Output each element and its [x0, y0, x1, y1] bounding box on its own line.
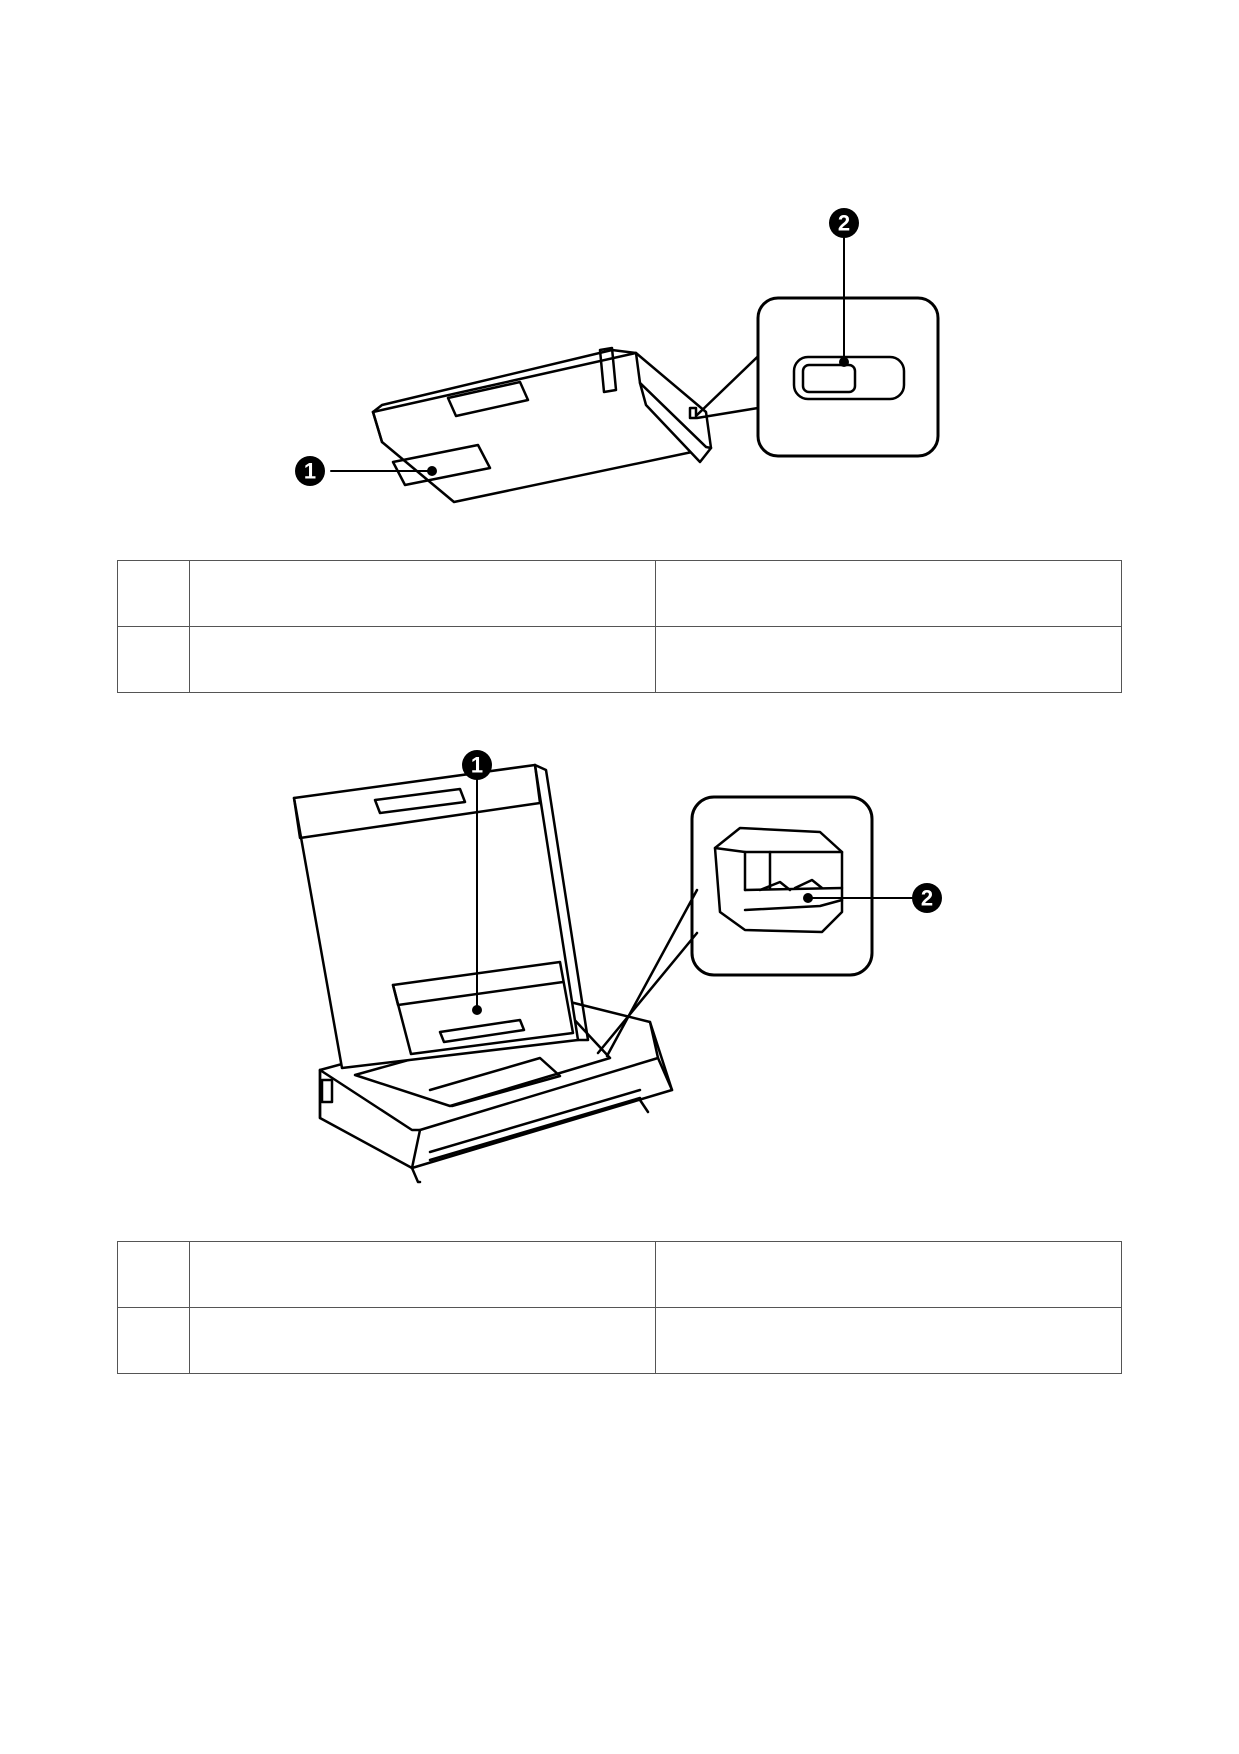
- part-name: [189, 1241, 656, 1308]
- part-name: [189, 560, 656, 627]
- callout-1: 1: [295, 456, 325, 486]
- part-description: [655, 626, 1122, 693]
- row-number: [117, 1241, 190, 1308]
- printer-bottom-illustration: 1 2: [295, 208, 940, 504]
- table-row: [117, 1241, 1122, 1308]
- table-row: [117, 626, 1122, 693]
- svg-text:1: 1: [471, 753, 483, 778]
- row-number: [117, 1307, 190, 1374]
- callout-2: 2: [912, 883, 942, 913]
- part-description: [655, 1241, 1122, 1308]
- svg-text:1: 1: [304, 459, 316, 484]
- svg-text:2: 2: [838, 211, 850, 236]
- printer-inside-illustration: 1 2: [292, 750, 942, 1184]
- part-name: [189, 1307, 656, 1374]
- parts-table-bottom: [117, 560, 1122, 693]
- row-number: [117, 560, 190, 627]
- part-name: [189, 626, 656, 693]
- printer-bottom-figure: 1 2: [0, 190, 1239, 550]
- callout-2: 2: [829, 208, 859, 238]
- parts-table-inside: [117, 1241, 1122, 1374]
- callout-1: 1: [462, 750, 492, 780]
- table-row: [117, 560, 1122, 627]
- table-row: [117, 1307, 1122, 1374]
- part-description: [655, 1307, 1122, 1374]
- row-number: [117, 626, 190, 693]
- printer-inside-figure: 1 2: [0, 740, 1239, 1230]
- part-description: [655, 560, 1122, 627]
- svg-text:2: 2: [921, 886, 933, 911]
